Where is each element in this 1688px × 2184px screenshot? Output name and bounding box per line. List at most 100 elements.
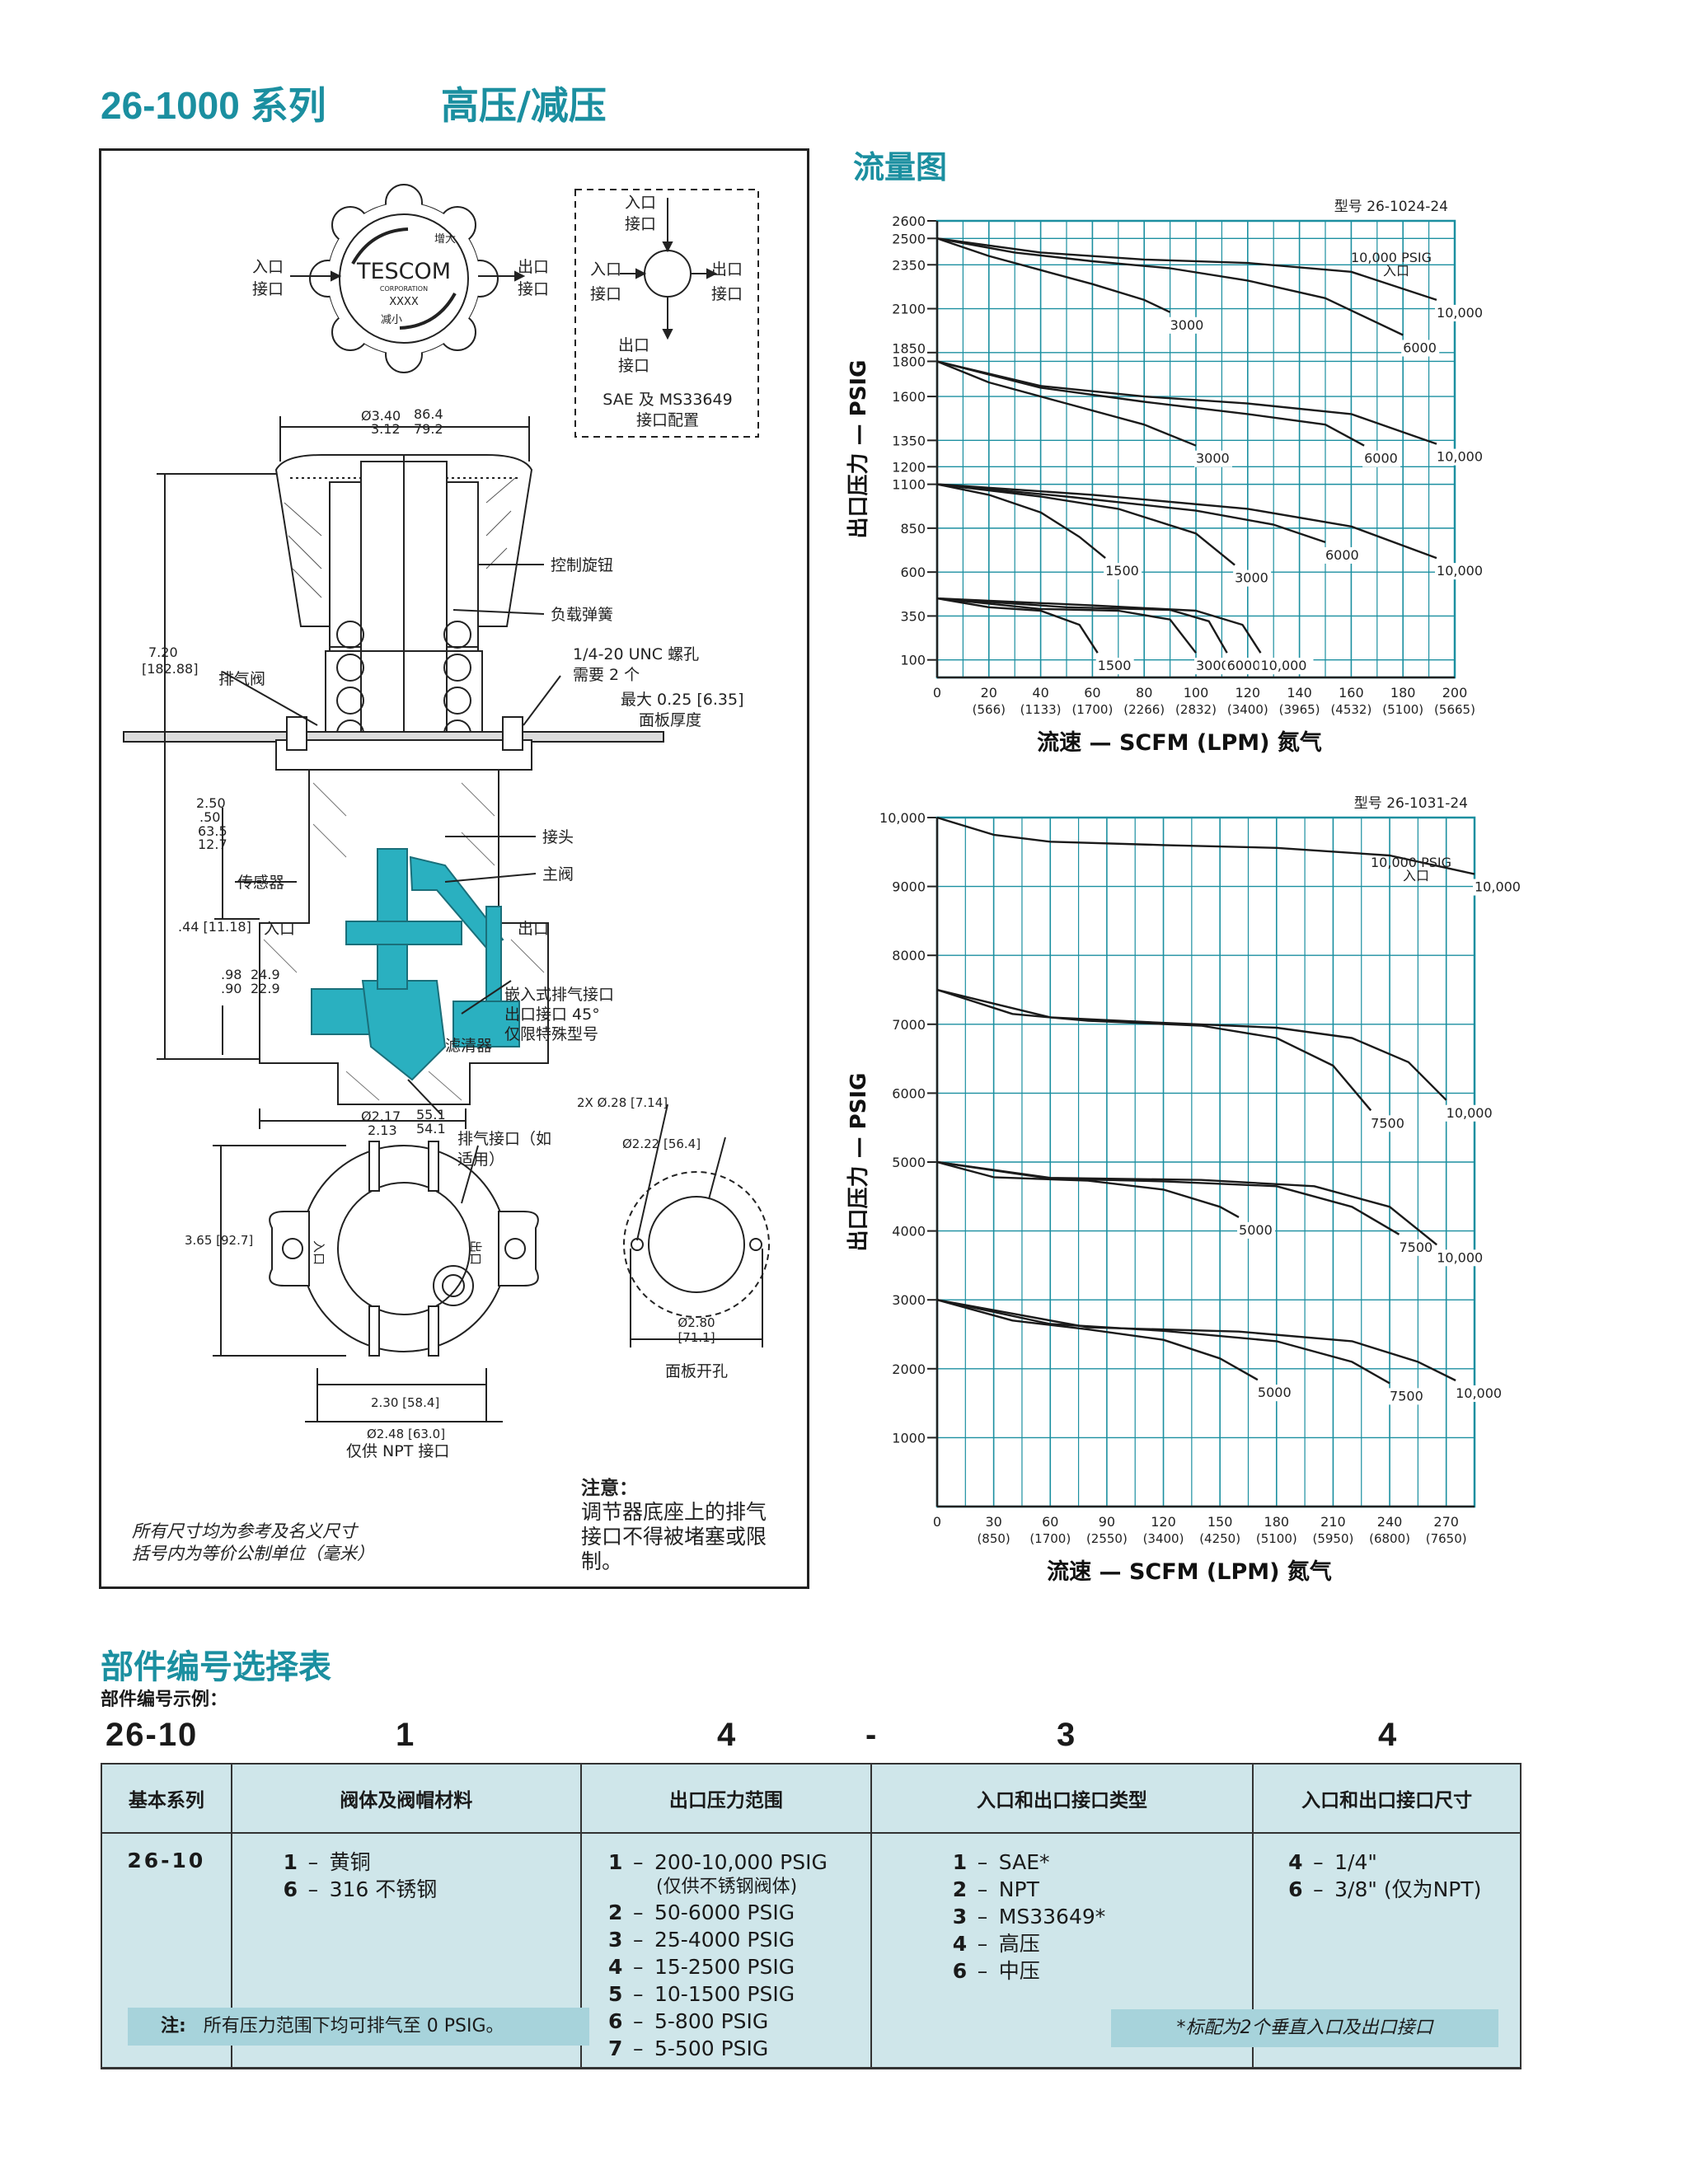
chart-title: 型号 26-1024-24 — [1334, 199, 1448, 215]
pressure-option: 6–5-800 PSIG — [607, 2009, 769, 2033]
x-tick-sublabel: (6800) — [1369, 1531, 1410, 1546]
dim-base-in: Ø2.17 — [361, 1108, 401, 1124]
knob-outlet-1: 出口 — [518, 258, 549, 276]
y-tick-label: 1850 — [892, 340, 926, 356]
series-label: 3000 — [1196, 451, 1230, 466]
dim-90: .90 — [221, 981, 241, 996]
pressure-option: 1–200-10,000 PSIG — [607, 1850, 828, 1874]
x-tick-label: 180 — [1264, 1514, 1290, 1530]
callout-knob: 控制旋钮 — [551, 556, 613, 574]
dim-base-mm: 55.1 — [416, 1107, 446, 1122]
series-label-bg — [1435, 448, 1490, 466]
series-line — [936, 483, 1106, 560]
knob-inlet-2: 接口 — [252, 280, 284, 298]
x-tick-sublabel: (1133) — [1020, 702, 1062, 717]
x-tick-label: 120 — [1151, 1514, 1176, 1530]
star-note: *标配为2个垂直入口及出口接口 — [1111, 2009, 1498, 2047]
series-label-bg — [1473, 879, 1525, 896]
x-tick-sublabel: (1700) — [1029, 1531, 1071, 1546]
series-label-bg — [1225, 658, 1264, 675]
series-label: 10,000 — [1437, 305, 1483, 321]
header-port-type: 入口和出口接口类型 — [870, 1763, 1254, 1834]
dim-top-in2: 3.12 — [371, 421, 401, 437]
material-option: 6–316 不锈钢 — [283, 1877, 438, 1901]
port-type-option: 6–中压 — [952, 1959, 1040, 1983]
pc-bottom-2: 接口 — [618, 357, 649, 375]
y-tick-label: 2350 — [892, 257, 926, 273]
x-tick-label: 180 — [1390, 685, 1416, 701]
dim-top-in: Ø3.40 — [361, 408, 401, 424]
x-tick-label: 160 — [1339, 685, 1364, 701]
series-label-bg — [1388, 1388, 1427, 1405]
callout-panel-max: 最大 0.25 [6.35] — [621, 691, 744, 709]
series-label-bg — [1435, 1249, 1490, 1267]
x-tick-sublabel: (4532) — [1330, 702, 1372, 717]
x-tick-sublabel: (5100) — [1256, 1531, 1297, 1546]
series-line — [936, 1160, 1400, 1235]
x-tick-sublabel: (4250) — [1199, 1531, 1240, 1546]
panel-cutout-label: 面板开孔 — [665, 1362, 728, 1380]
callout-main-valve: 主阀 — [542, 865, 574, 883]
dim-44: .44 [11.18] — [178, 919, 251, 935]
material-option: 1–黄铜 — [283, 1850, 371, 1874]
series-label: 10,000 — [1447, 1105, 1493, 1121]
x-tick-label: 240 — [1377, 1514, 1403, 1530]
series-label: 10,000 — [1437, 1249, 1483, 1265]
dim-hole: 2X Ø.28 [7.14] — [577, 1095, 668, 1110]
x-tick-label: 0 — [933, 1514, 941, 1530]
series-line — [936, 597, 1099, 654]
y-tick-label: 4000 — [892, 1224, 926, 1240]
series-line — [936, 483, 1326, 544]
x-tick-sublabel: (566) — [973, 702, 1006, 717]
series-label: 5000 — [1239, 1222, 1273, 1238]
caution-title: 注意： — [581, 1477, 638, 1499]
x-tick-label: 0 — [933, 685, 941, 701]
dim-249: 24.9 — [251, 967, 280, 982]
series-label: 6000 — [1364, 451, 1398, 466]
pressure-option-note: (仅供不锈钢阀体) — [655, 1877, 798, 1897]
series-label-bg — [1233, 569, 1272, 587]
series-label: 10,000 — [1475, 879, 1521, 895]
y-tick-label: 1000 — [892, 1430, 926, 1446]
parts-example-label: 部件编号示例： — [101, 1690, 228, 1710]
callout-spring: 负载弹簧 — [551, 606, 613, 624]
series-line — [936, 237, 1437, 302]
x-tick-label: 40 — [1032, 685, 1048, 701]
callout-panel-thk: 面板厚度 — [639, 711, 701, 729]
x-tick-sublabel: (3965) — [1279, 702, 1320, 717]
flow-chart-26-1024-24: 1003506008501100120013501600180018502100… — [846, 199, 1490, 756]
caution-line-2: 接口不得被堵塞或限 — [581, 1525, 767, 1549]
series-label-bg — [1362, 450, 1401, 467]
dim-98: .98 — [221, 967, 241, 982]
series-label: 5000 — [1258, 1385, 1292, 1400]
x-tick-label: 270 — [1433, 1514, 1459, 1530]
y-tick-label: 1600 — [892, 389, 926, 405]
x-tick-sublabel: (7650) — [1426, 1531, 1467, 1546]
npt-only-label: 仅供 NPT 接口 — [346, 1442, 449, 1460]
footnote-1: 所有尺寸均为参考及名义尺寸 — [132, 1521, 359, 1541]
series-label: 3000 — [1196, 658, 1230, 673]
x-tick-label: 200 — [1442, 685, 1468, 701]
dim-635: 63.5 — [198, 823, 227, 839]
x-tick-label: 30 — [985, 1514, 1001, 1530]
series-line — [936, 360, 1197, 447]
x-tick-label: 120 — [1236, 685, 1261, 701]
flow-chart-26-1031-24: 10002000300040005000600070008000900010,0… — [846, 795, 1525, 1585]
series-line — [936, 597, 1262, 654]
chart-annotation: 入口 — [1383, 263, 1409, 279]
pressure-option: 3–25-4000 PSIG — [607, 1928, 795, 1952]
x-tick-label: 210 — [1320, 1514, 1346, 1530]
code-pressure: 4 — [717, 1717, 738, 1753]
series-label-bg — [1444, 1104, 1499, 1122]
callout-unc: 1/4-20 UNC 螺孔 — [573, 645, 699, 663]
caution-line-1: 调节器底座上的排气 — [581, 1500, 767, 1524]
dim-248: Ø2.48 [63.0] — [367, 1427, 445, 1441]
series-label: 10,000 — [1261, 658, 1307, 673]
series-label: 7500 — [1390, 1388, 1423, 1404]
series-label: 10,000 — [1456, 1385, 1502, 1401]
parts-title: 部件编号选择表 — [101, 1648, 331, 1686]
bottom-inlet-mark: 入口 — [312, 1240, 326, 1265]
series-line — [936, 483, 1236, 566]
port-size-option: 6–3/8" (仅为NPT) — [1288, 1877, 1482, 1901]
pc-left-2: 接口 — [590, 285, 621, 303]
